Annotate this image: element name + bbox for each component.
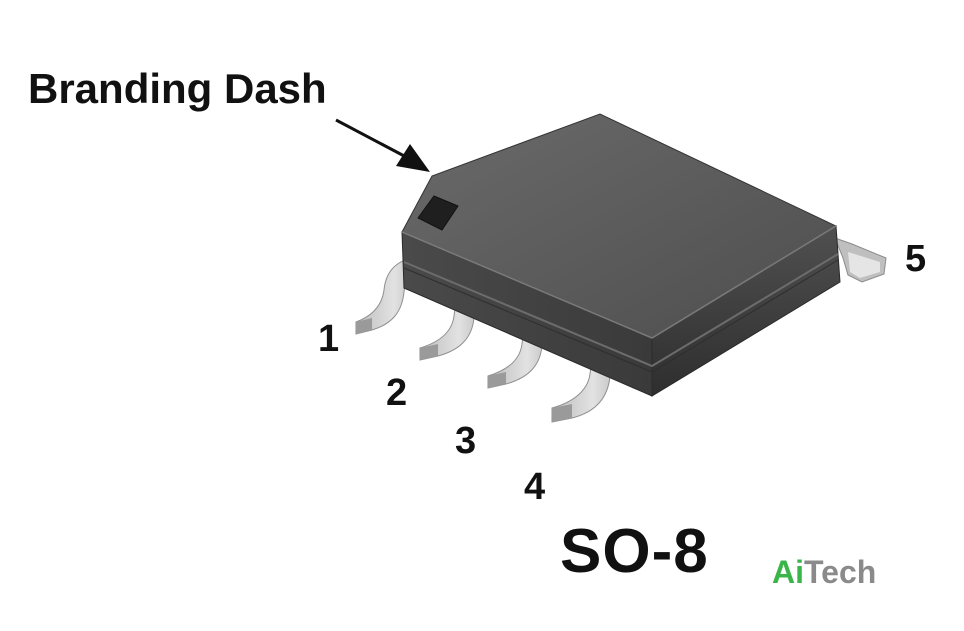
arrow-icon xyxy=(335,118,430,172)
aitech-logo: AiTech xyxy=(772,556,876,588)
lead-5 xyxy=(834,237,887,283)
pin-label-2: 2 xyxy=(386,372,408,414)
branding-dash-label: Branding Dash xyxy=(28,65,327,112)
pin-label-3: 3 xyxy=(455,420,477,462)
pin-label-5: 5 xyxy=(905,238,927,280)
logo-part-ai: Ai xyxy=(772,554,804,590)
package-body xyxy=(401,113,841,397)
pin-label-1: 1 xyxy=(318,318,340,360)
logo-part-tech: Tech xyxy=(804,554,877,590)
branding-dash-icon xyxy=(417,195,459,231)
package-name: SO-8 xyxy=(560,517,709,586)
pin-label-4: 4 xyxy=(524,466,546,508)
